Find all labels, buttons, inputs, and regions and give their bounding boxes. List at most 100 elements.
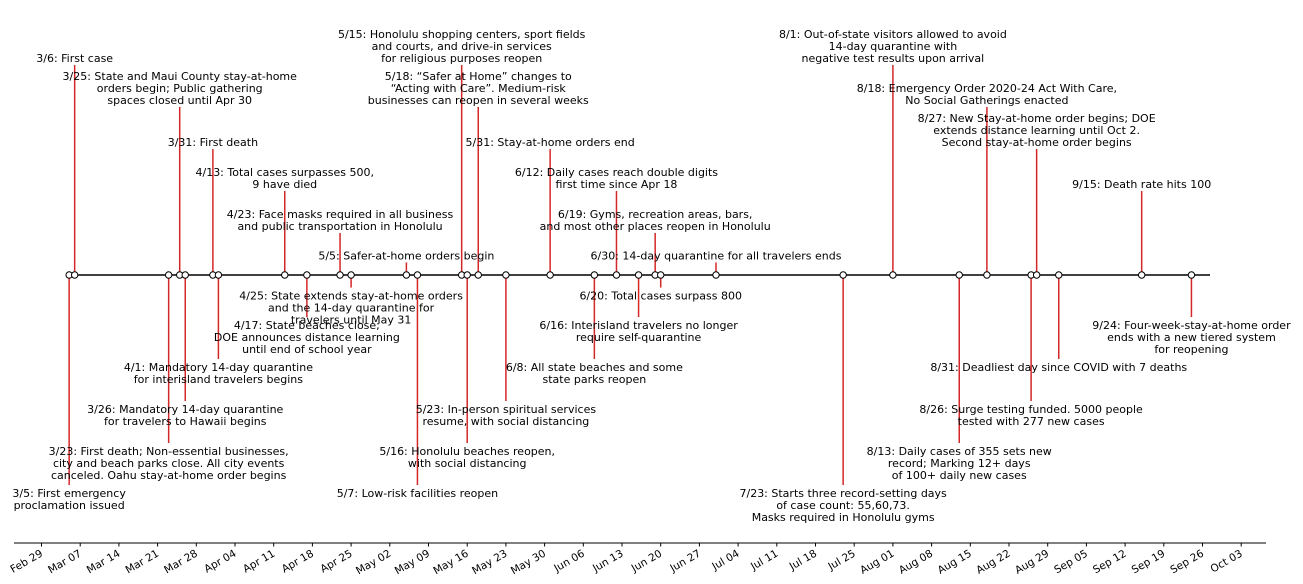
event-label-line: 5/15: Honolulu shopping centers, sport f… bbox=[338, 28, 586, 41]
event-label-line: for interisland travelers begins bbox=[134, 373, 303, 386]
event-label: 9/15: Death rate hits 100 bbox=[1072, 178, 1211, 191]
x-tick-label: May 16 bbox=[431, 548, 471, 578]
event-label-line: 5/18: “Safer at Home” changes to bbox=[385, 70, 572, 83]
event-label-line: 4/23: Face masks required in all busines… bbox=[227, 208, 454, 221]
event-label-line: 5/16: Honolulu beaches reopen, bbox=[379, 445, 555, 458]
event-label-line: 3/23: First death; Non-essential busines… bbox=[49, 445, 289, 458]
event-label-line: 6/16: Interisland travelers no longer bbox=[539, 319, 738, 332]
event-label-line: DOE announces distance learning bbox=[214, 331, 400, 344]
event-label-line: 9 have died bbox=[252, 178, 317, 191]
event-label-line: 6/19: Gyms, recreation areas, bars, bbox=[558, 208, 753, 221]
event-label: 6/30: 14-day quarantine for all traveler… bbox=[590, 249, 841, 262]
x-tick-label: Aug 22 bbox=[974, 548, 1012, 577]
event-label-line: 8/31: Deadliest day since COVID with 7 d… bbox=[930, 361, 1187, 374]
event-label-line: until end of school year bbox=[242, 343, 372, 356]
event-label: 5/31: Stay-at-home orders end bbox=[466, 136, 635, 149]
event-marker bbox=[889, 271, 897, 279]
x-tick-label: Mar 07 bbox=[46, 548, 84, 577]
event-marker bbox=[983, 271, 991, 279]
event-marker bbox=[181, 271, 189, 279]
event-label-line: 8/13: Daily cases of 355 sets new bbox=[867, 445, 1052, 458]
event-marker bbox=[634, 271, 643, 279]
event-marker bbox=[303, 271, 311, 279]
x-tick-label: May 23 bbox=[470, 548, 509, 578]
event-marker bbox=[70, 271, 79, 279]
event-label-line: ends with a new tiered system bbox=[1107, 331, 1276, 344]
x-tick-label: May 09 bbox=[393, 548, 432, 578]
event-label-line: of 100+ daily new cases bbox=[892, 469, 1027, 482]
event-label-line: 4/13: Total cases surpasses 500, bbox=[195, 166, 374, 179]
x-tick-label: Aug 01 bbox=[858, 548, 896, 577]
event-label-line: 3/25: State and Maui County stay-at-home bbox=[63, 70, 298, 83]
event-marker bbox=[214, 271, 223, 279]
x-tick-label: Jun 27 bbox=[667, 548, 703, 575]
x-tick-label: Jul 04 bbox=[709, 548, 742, 574]
event-label-line: 4/1: Mandatory 14-day quarantine bbox=[124, 361, 313, 374]
event-label-line: state parks reopen bbox=[542, 373, 646, 386]
event-label: 3/23: First death; Non-essential busines… bbox=[49, 445, 289, 482]
x-tick-label: Jun 20 bbox=[629, 548, 665, 575]
event-label-line: 6/30: 14-day quarantine for all traveler… bbox=[590, 249, 841, 262]
event-marker bbox=[474, 271, 482, 279]
event-label-line: and most other places reopen in Honolulu bbox=[540, 220, 771, 233]
event-marker bbox=[413, 271, 422, 279]
event-marker bbox=[657, 271, 665, 279]
event-label-line: 8/1: Out-of-state visitors allowed to av… bbox=[779, 28, 1007, 41]
event-label-line: spaces closed until Apr 30 bbox=[107, 94, 252, 107]
event-label: 5/18: “Safer at Home” changes to“Acting … bbox=[368, 70, 589, 107]
event-marker bbox=[164, 271, 173, 279]
event-marker bbox=[612, 271, 621, 279]
event-label-line: for reopening bbox=[1154, 343, 1228, 356]
event-label-line: 4/25: State extends stay-at-home orders bbox=[239, 290, 463, 303]
event-label-line: for travelers to Hawaii begins bbox=[104, 415, 267, 428]
event-label-line: “Acting with Care”. Medium-risk bbox=[391, 82, 567, 95]
event-label-line: first time since Apr 18 bbox=[556, 178, 678, 191]
event-marker bbox=[1137, 271, 1146, 279]
x-tick-label: Jul 18 bbox=[787, 548, 819, 574]
event-label-line: 6/12: Daily cases reach double digits bbox=[515, 166, 718, 179]
event-label-line: require self-quarantine bbox=[576, 331, 702, 344]
x-tick-label: Aug 29 bbox=[1013, 548, 1051, 577]
x-tick-label: Aug 08 bbox=[897, 548, 935, 577]
event-label-line: businesses can reopen in several weeks bbox=[368, 94, 589, 107]
event-label-line: negative test results upon arrival bbox=[802, 52, 985, 65]
x-tick-label: Mar 14 bbox=[85, 548, 123, 577]
event-marker bbox=[1032, 271, 1041, 279]
x-tick-label: Apr 11 bbox=[241, 548, 277, 576]
event-label-line: No Social Gatherings enacted bbox=[905, 94, 1068, 107]
event-label-line: 5/5: Safer-at-home orders begin bbox=[318, 249, 494, 262]
event-markers bbox=[65, 271, 1196, 279]
event-label-line: resume, with social distancing bbox=[423, 415, 590, 428]
event-label-line: tested with 277 new cases bbox=[958, 415, 1105, 428]
x-tick-label: Feb 29 bbox=[8, 548, 45, 576]
x-tick-label: Apr 04 bbox=[202, 548, 238, 576]
event-label-line: Second stay-at-home order begins bbox=[942, 136, 1132, 149]
event-label-line: 3/5: First emergency bbox=[12, 487, 126, 500]
x-tick-label: Sep 12 bbox=[1091, 548, 1129, 577]
event-label: 4/13: Total cases surpasses 500,9 have d… bbox=[195, 166, 374, 191]
event-label: 3/25: State and Maui County stay-at-home… bbox=[63, 70, 298, 107]
x-tick-label: Oct 03 bbox=[1209, 548, 1245, 576]
x-tick-label: Jul 11 bbox=[748, 548, 780, 574]
x-tick-label: Sep 19 bbox=[1130, 548, 1168, 577]
x-tick-label: Sep 05 bbox=[1052, 548, 1090, 577]
x-tick-label: Apr 18 bbox=[280, 548, 316, 576]
event-label-line: 9/24: Four-week-stay-at-home order bbox=[1092, 319, 1291, 332]
x-tick-label: Jun 06 bbox=[551, 548, 587, 576]
x-tick-label: Apr 25 bbox=[318, 548, 354, 576]
event-label-line: 6/20: Total cases surpass 800 bbox=[579, 290, 742, 303]
x-tick-label: May 02 bbox=[354, 548, 393, 578]
event-label-line: canceled. Oahu stay-at-home order begins bbox=[51, 469, 287, 482]
event-stems bbox=[68, 65, 1193, 485]
event-label: 4/23: Face masks required in all busines… bbox=[227, 208, 454, 233]
event-marker bbox=[1055, 271, 1063, 279]
